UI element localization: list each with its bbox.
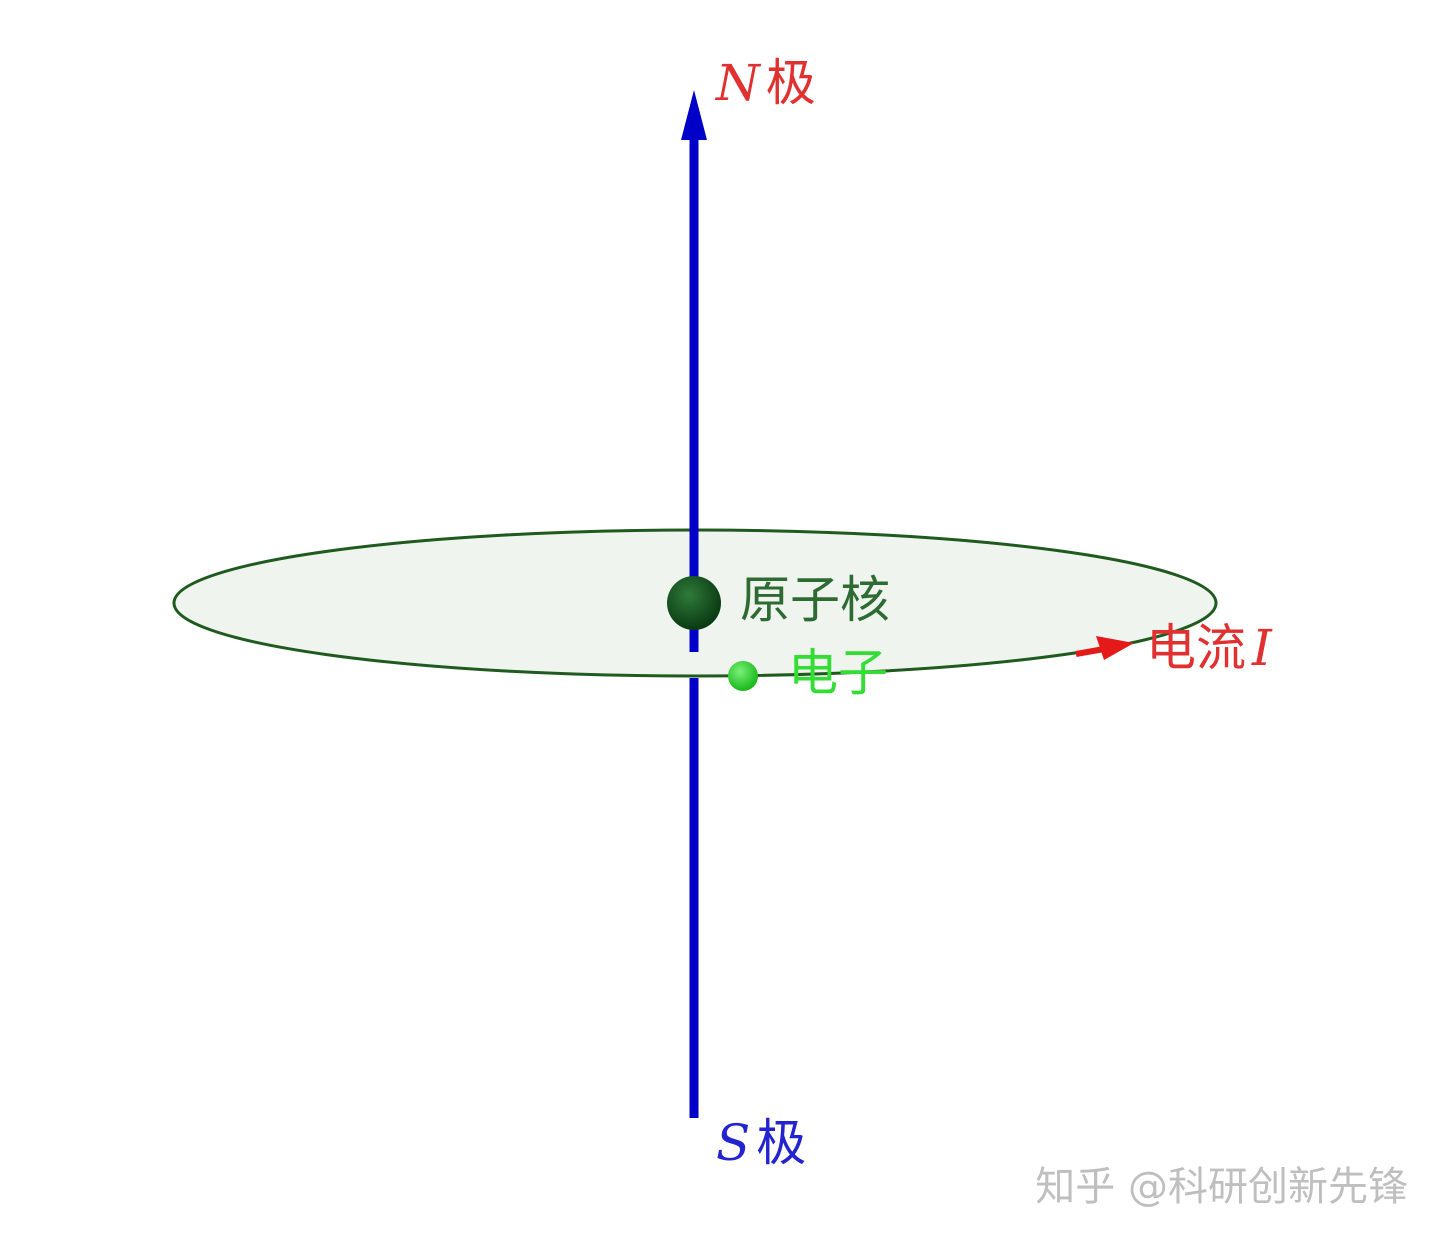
watermark: 知乎 @科研创新先锋 [1035,1164,1408,1210]
north-pole-symbol: N [715,54,762,112]
south-pole-symbol: S [716,1114,750,1172]
current-label-prefix: 电流 [1146,619,1246,677]
electron-label: 电子 [788,644,888,702]
south-pole-suffix: 极 [756,1114,806,1172]
electron [728,661,758,691]
nucleus-label: 原子核 [740,571,890,629]
north-arrow-head [681,90,707,140]
current-label-symbol: I [1251,619,1273,677]
north-pole-suffix: 极 [766,54,816,112]
nucleus [667,576,721,630]
current-arrow [1075,636,1134,660]
